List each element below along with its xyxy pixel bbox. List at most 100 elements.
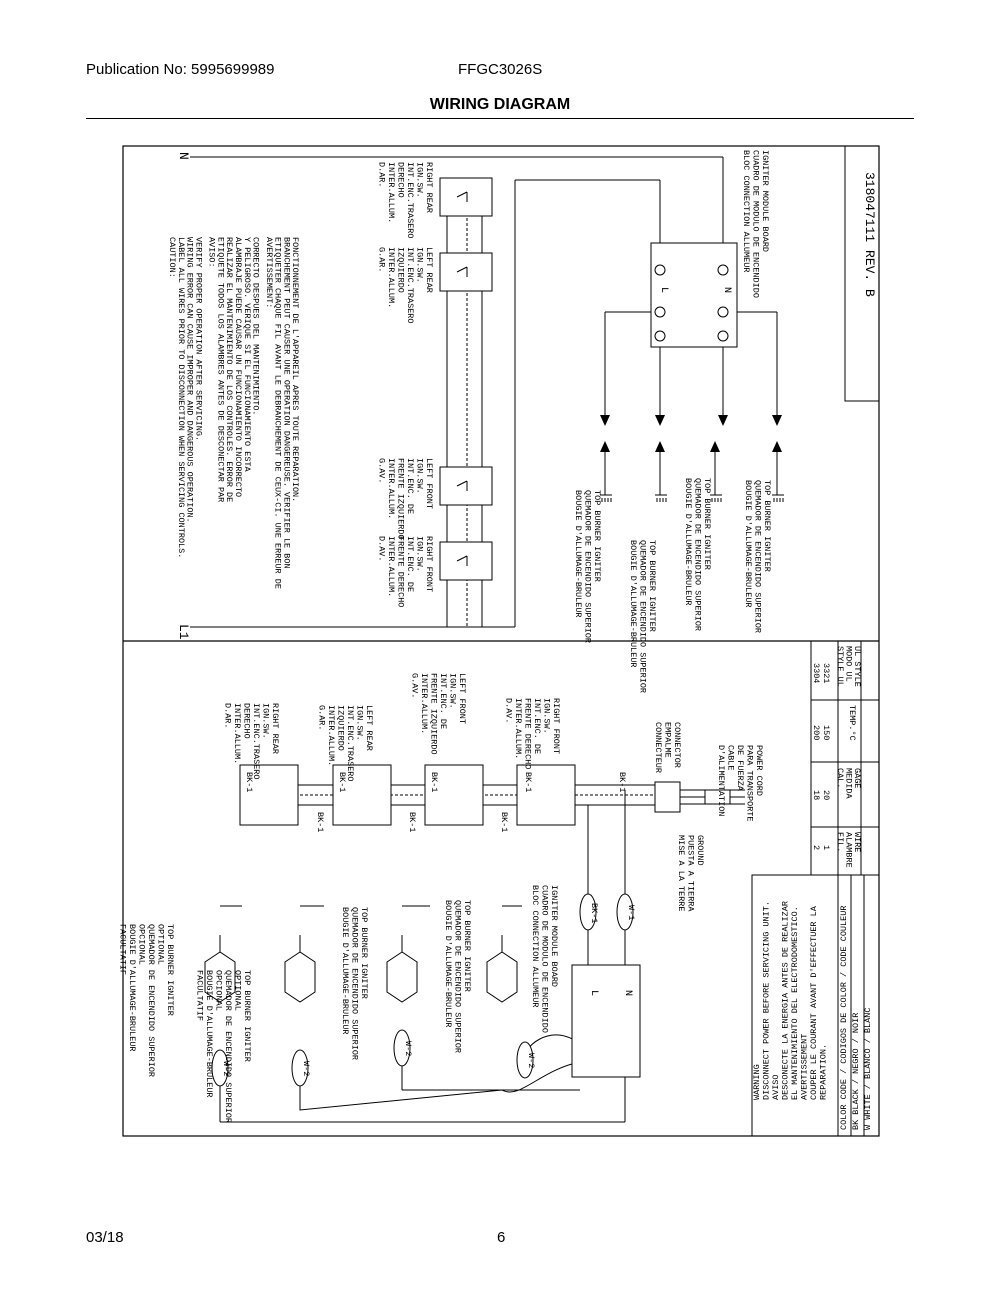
label-line: LEFT FRONT	[424, 458, 434, 509]
label-line: OPCIONAL	[214, 970, 224, 1011]
upper-arrows	[600, 415, 782, 452]
upper-module-terminals	[654, 264, 729, 342]
caution-line: AVERTISSEMENT:	[264, 237, 274, 308]
caution-line: ALAMBRAJE PUEDE CAUSAR UN FUNCIONAMIENTO…	[233, 237, 243, 497]
model-number: FFGC3026S	[458, 61, 543, 78]
label-line: TOP BURNER IGNITER	[647, 540, 657, 632]
table-cell: 150	[821, 725, 831, 740]
caution-line: REALIZAR EL MANTENIMIENTO DE LOS CONTROL…	[224, 237, 234, 502]
label-line: INT.ENC. DE	[532, 698, 542, 754]
label-line: ALAMBRE	[844, 832, 854, 868]
caution-line: BRANCHEMENT PEUT CAUSER UNE OPERATION DA…	[281, 237, 291, 569]
label-line: INT.ENC. DE	[405, 458, 415, 514]
label-line: OPTIONAL	[156, 924, 166, 965]
label-line: TOP BURNER IGNITER	[462, 900, 472, 992]
label-line: IGN.SW.	[542, 698, 552, 734]
page-title: WIRING DIAGRAM	[429, 96, 571, 113]
upper-switch-contacts	[456, 191, 468, 566]
page-number: 6	[497, 1229, 506, 1246]
label-line: CONNECTEUR	[653, 722, 663, 773]
label-line: RIGHT FRONT	[551, 698, 561, 754]
table-temp-header: TEMP.°C	[847, 705, 857, 741]
label-line: TOP BURNER IGNITER	[359, 907, 369, 999]
wire-label-bk1: BK-1	[337, 772, 347, 792]
label-line: MEDIDA	[844, 768, 854, 800]
label-line: QUEMADOR DE ENCENDIDO SUPERIOR	[583, 490, 593, 643]
tag-w2: W-2	[301, 1061, 311, 1076]
label-line: RIGHT REAR	[424, 162, 434, 213]
label-line: COLOR CODE / CODIGOS DE COLOR / CODE COU…	[839, 906, 849, 1130]
upper-igniter-module	[650, 242, 738, 348]
label-line: IGN.SW.	[415, 247, 425, 283]
label-line: FRENTE DERECHO	[396, 536, 406, 607]
label-line: WIRE	[852, 832, 862, 852]
label-line: D.AR.	[377, 162, 387, 188]
caution-line: FONCTIONNEMENT DE L'APPAREIL APRES TOUTE…	[290, 237, 300, 502]
label-line: CUADRO DE MODULO DE ENCENDIDO	[751, 150, 761, 298]
label-line: D'ALIMENTATION	[716, 745, 726, 816]
wire-label-bk1: BK-1	[429, 772, 439, 792]
label-line: TOP BURNER IGNITER	[702, 478, 712, 570]
tag-w2: W-2	[221, 1061, 231, 1076]
label-line: INT.ENC.TRASERO	[251, 703, 261, 780]
wire-label-bk1: BK-1	[523, 772, 533, 792]
wire-label-bk1: BK-1	[315, 812, 325, 832]
label-line: BLOC CONNECTION ALLUMEUR	[741, 150, 751, 272]
terminal-n: N	[176, 152, 191, 160]
label-line: GROUND	[695, 835, 705, 866]
caution-line: LABEL ALL WIRES PRIOR TO DISCONNECTION W…	[176, 237, 186, 558]
caution-line: CORRECTO DESPUES DEL MANTENIMIENTO.	[251, 237, 261, 416]
label-line: IGN.SW.	[415, 536, 425, 572]
label-line: BOUGIE D'ALLUMAGE-BRULEUR	[628, 540, 638, 668]
tag-bk1: BK-1	[589, 903, 599, 923]
label-line: G.AV.	[410, 673, 420, 699]
label-line: RIGHT REAR	[270, 703, 280, 754]
label-line: BOUGIE D'ALLUMAGE-BRULEUR	[127, 924, 137, 1052]
label-line: G.AR.	[377, 247, 387, 273]
caution-line: Y PELIGROSO. VERIQUE SI EL FUNCIONAMIENT…	[242, 237, 252, 473]
label-line: COUPER LE COURANT AVANT D'EFFECTUER LA	[809, 905, 819, 1100]
lower-terminal-l: L	[588, 990, 599, 996]
wire-tags	[211, 893, 634, 1087]
lower-igniter-bodies	[204, 951, 518, 1003]
table-cell: 1	[821, 845, 831, 850]
label-line: INT.ENC.TRASERO	[405, 247, 415, 324]
label-line: CABLE	[726, 745, 736, 771]
label-line: CAL.	[835, 768, 845, 788]
label-line: G.AR.	[317, 705, 327, 731]
label-line: IGN.SW.	[448, 673, 458, 709]
label-line: AVISO	[771, 1074, 781, 1100]
label-line: IGN.SW.	[415, 162, 425, 198]
caution-line: ETIQUETE TODOS LOS ALAMBRES ANTES DE DES…	[215, 237, 225, 502]
connector-block	[654, 781, 681, 813]
lower-igniter-module	[571, 964, 641, 1078]
label-line: INTER.ALLUM.	[386, 162, 396, 223]
label-line: FRENTE IZQUIERDO	[429, 673, 439, 755]
lower-switch-boxes	[239, 764, 576, 826]
label-line: FACULTATIF	[118, 924, 128, 975]
label-line: FIL.	[835, 832, 845, 852]
caution-line: AVISO:	[207, 237, 217, 268]
label-line: BOUGIE D'ALLUMAGE-BRULEUR	[683, 478, 693, 606]
upper-switch-boxes	[439, 177, 493, 581]
label-line: INTER.ALLUM.	[232, 703, 242, 764]
tag-w2: W-2	[526, 1053, 536, 1068]
caution-line: ETIQUETER CHAQUE FIL AVANT LE DEBRANCHEM…	[273, 237, 283, 589]
label-line: D.AR.	[223, 703, 233, 729]
label-line: BOUGIE D'ALLUMAGE-BRULEUR	[443, 900, 453, 1028]
label-line: CONNECTOR	[672, 722, 682, 768]
label-line: GAGE	[852, 768, 862, 788]
label-line: INTER.ALLUM.	[419, 673, 429, 734]
part-number: 318047111 REV. B	[862, 172, 877, 297]
label-line: UL STYLE	[852, 646, 862, 687]
wire-label-bk1: BK-1	[499, 812, 509, 832]
